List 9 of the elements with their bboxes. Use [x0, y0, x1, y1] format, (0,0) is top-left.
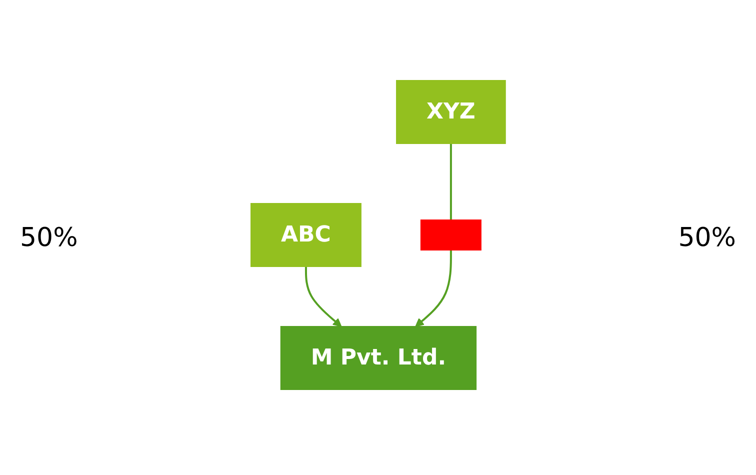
node-box — [420, 220, 482, 250]
connector — [450, 144, 452, 220]
node-box: ABC — [250, 203, 362, 267]
percentage-label: 50% — [19, 222, 79, 252]
arrow — [415, 250, 452, 327]
arrow — [304, 266, 342, 327]
node-box: XYZ — [396, 80, 506, 144]
node-box: M Pvt. Ltd. — [280, 326, 476, 390]
percentage-label: 50% — [677, 222, 737, 252]
